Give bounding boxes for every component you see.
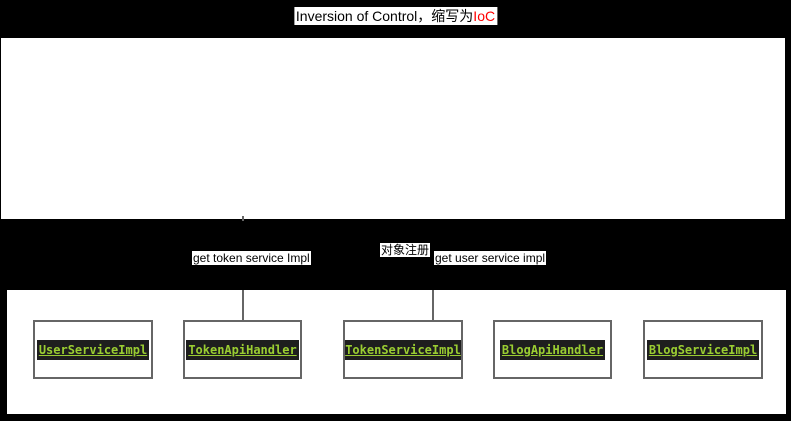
components-panel: UserServiceImpl TokenApiHandler TokenSer… (7, 290, 786, 414)
edge-label-get-user-service: get user service impl (434, 251, 547, 265)
component-box-user-service-impl: UserServiceImpl (33, 320, 153, 379)
diagram-title: Inversion of Control，缩写为IoC (293, 7, 498, 25)
component-box-blog-service-impl: BlogServiceImpl (643, 320, 763, 379)
component-label: TokenApiHandler (186, 339, 299, 360)
upper-panel (1, 38, 785, 219)
edge-label-object-registration: 对象注册 (380, 243, 431, 257)
component-label: UserServiceImpl (36, 339, 150, 360)
title-text: Inversion of Control，缩写为 (295, 8, 474, 24)
component-box-token-service-impl: TokenServiceImpl (343, 320, 463, 379)
component-box-token-api-handler: TokenApiHandler (183, 320, 302, 379)
title-accent: IoC (473, 8, 496, 24)
component-label: TokenServiceImpl (345, 339, 461, 360)
edge-label-get-token-service: get token service Impl (192, 251, 311, 265)
component-box-blog-api-handler: BlogApiHandler (493, 320, 612, 379)
connector-line-token-api (242, 290, 244, 321)
component-label: BlogServiceImpl (646, 339, 760, 360)
component-label: BlogApiHandler (499, 339, 606, 360)
connector-line-token-service (432, 290, 434, 321)
connector-stub (242, 216, 244, 221)
